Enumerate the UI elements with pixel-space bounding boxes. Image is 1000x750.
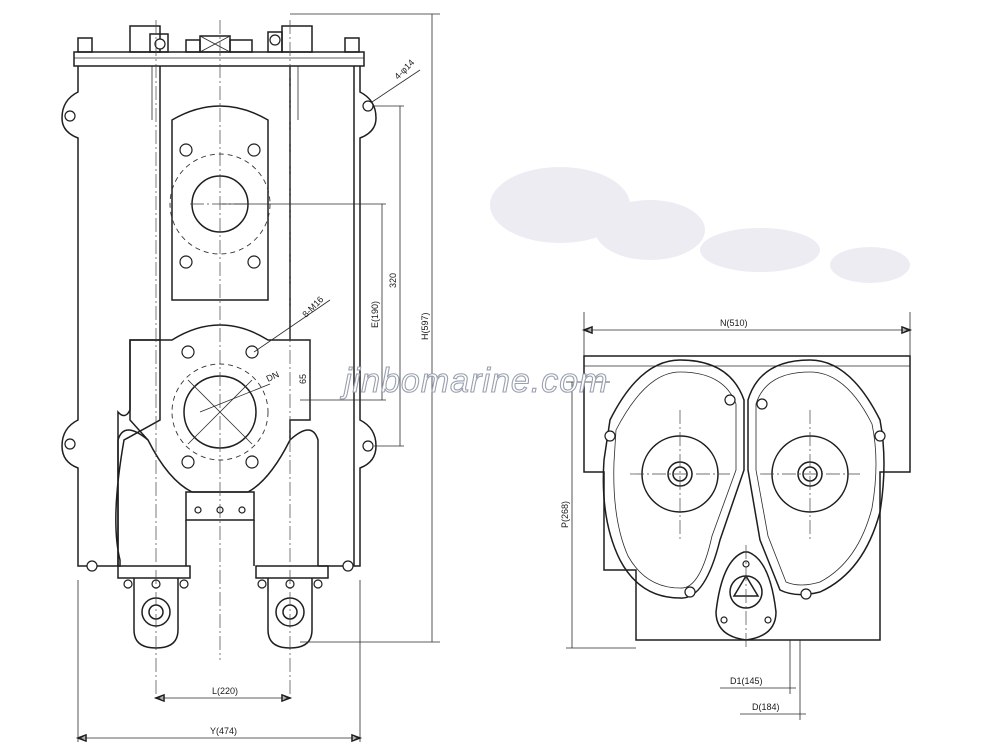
- flange-bolts-label: 8-M16: [300, 294, 325, 319]
- front-view-dimensions: [75, 13, 440, 743]
- length-320-label: 320: [388, 273, 398, 288]
- offset-e-label: E(190): [370, 301, 380, 328]
- scan-smudges: [490, 167, 910, 283]
- offset-65-label: 65: [298, 374, 308, 384]
- side-view-dimensions: [566, 312, 913, 720]
- top-fittings: [77, 25, 360, 53]
- width-n-label: N(510): [720, 318, 748, 328]
- width-y-label: Y(474): [210, 726, 237, 736]
- height-h-label: H(597): [420, 312, 430, 340]
- length-l-label: L(220): [212, 686, 238, 696]
- height-p-label: P(268): [560, 501, 570, 528]
- dia-d-label: D(184): [752, 702, 780, 712]
- bolt-holes-label: 4-φ14: [392, 57, 416, 81]
- side-view: [583, 355, 911, 648]
- dia-d1-label: D1(145): [730, 676, 763, 686]
- dn-label: DN: [265, 369, 281, 384]
- watermark-text: jinbomarine.com: [340, 362, 608, 400]
- front-view: [61, 20, 377, 700]
